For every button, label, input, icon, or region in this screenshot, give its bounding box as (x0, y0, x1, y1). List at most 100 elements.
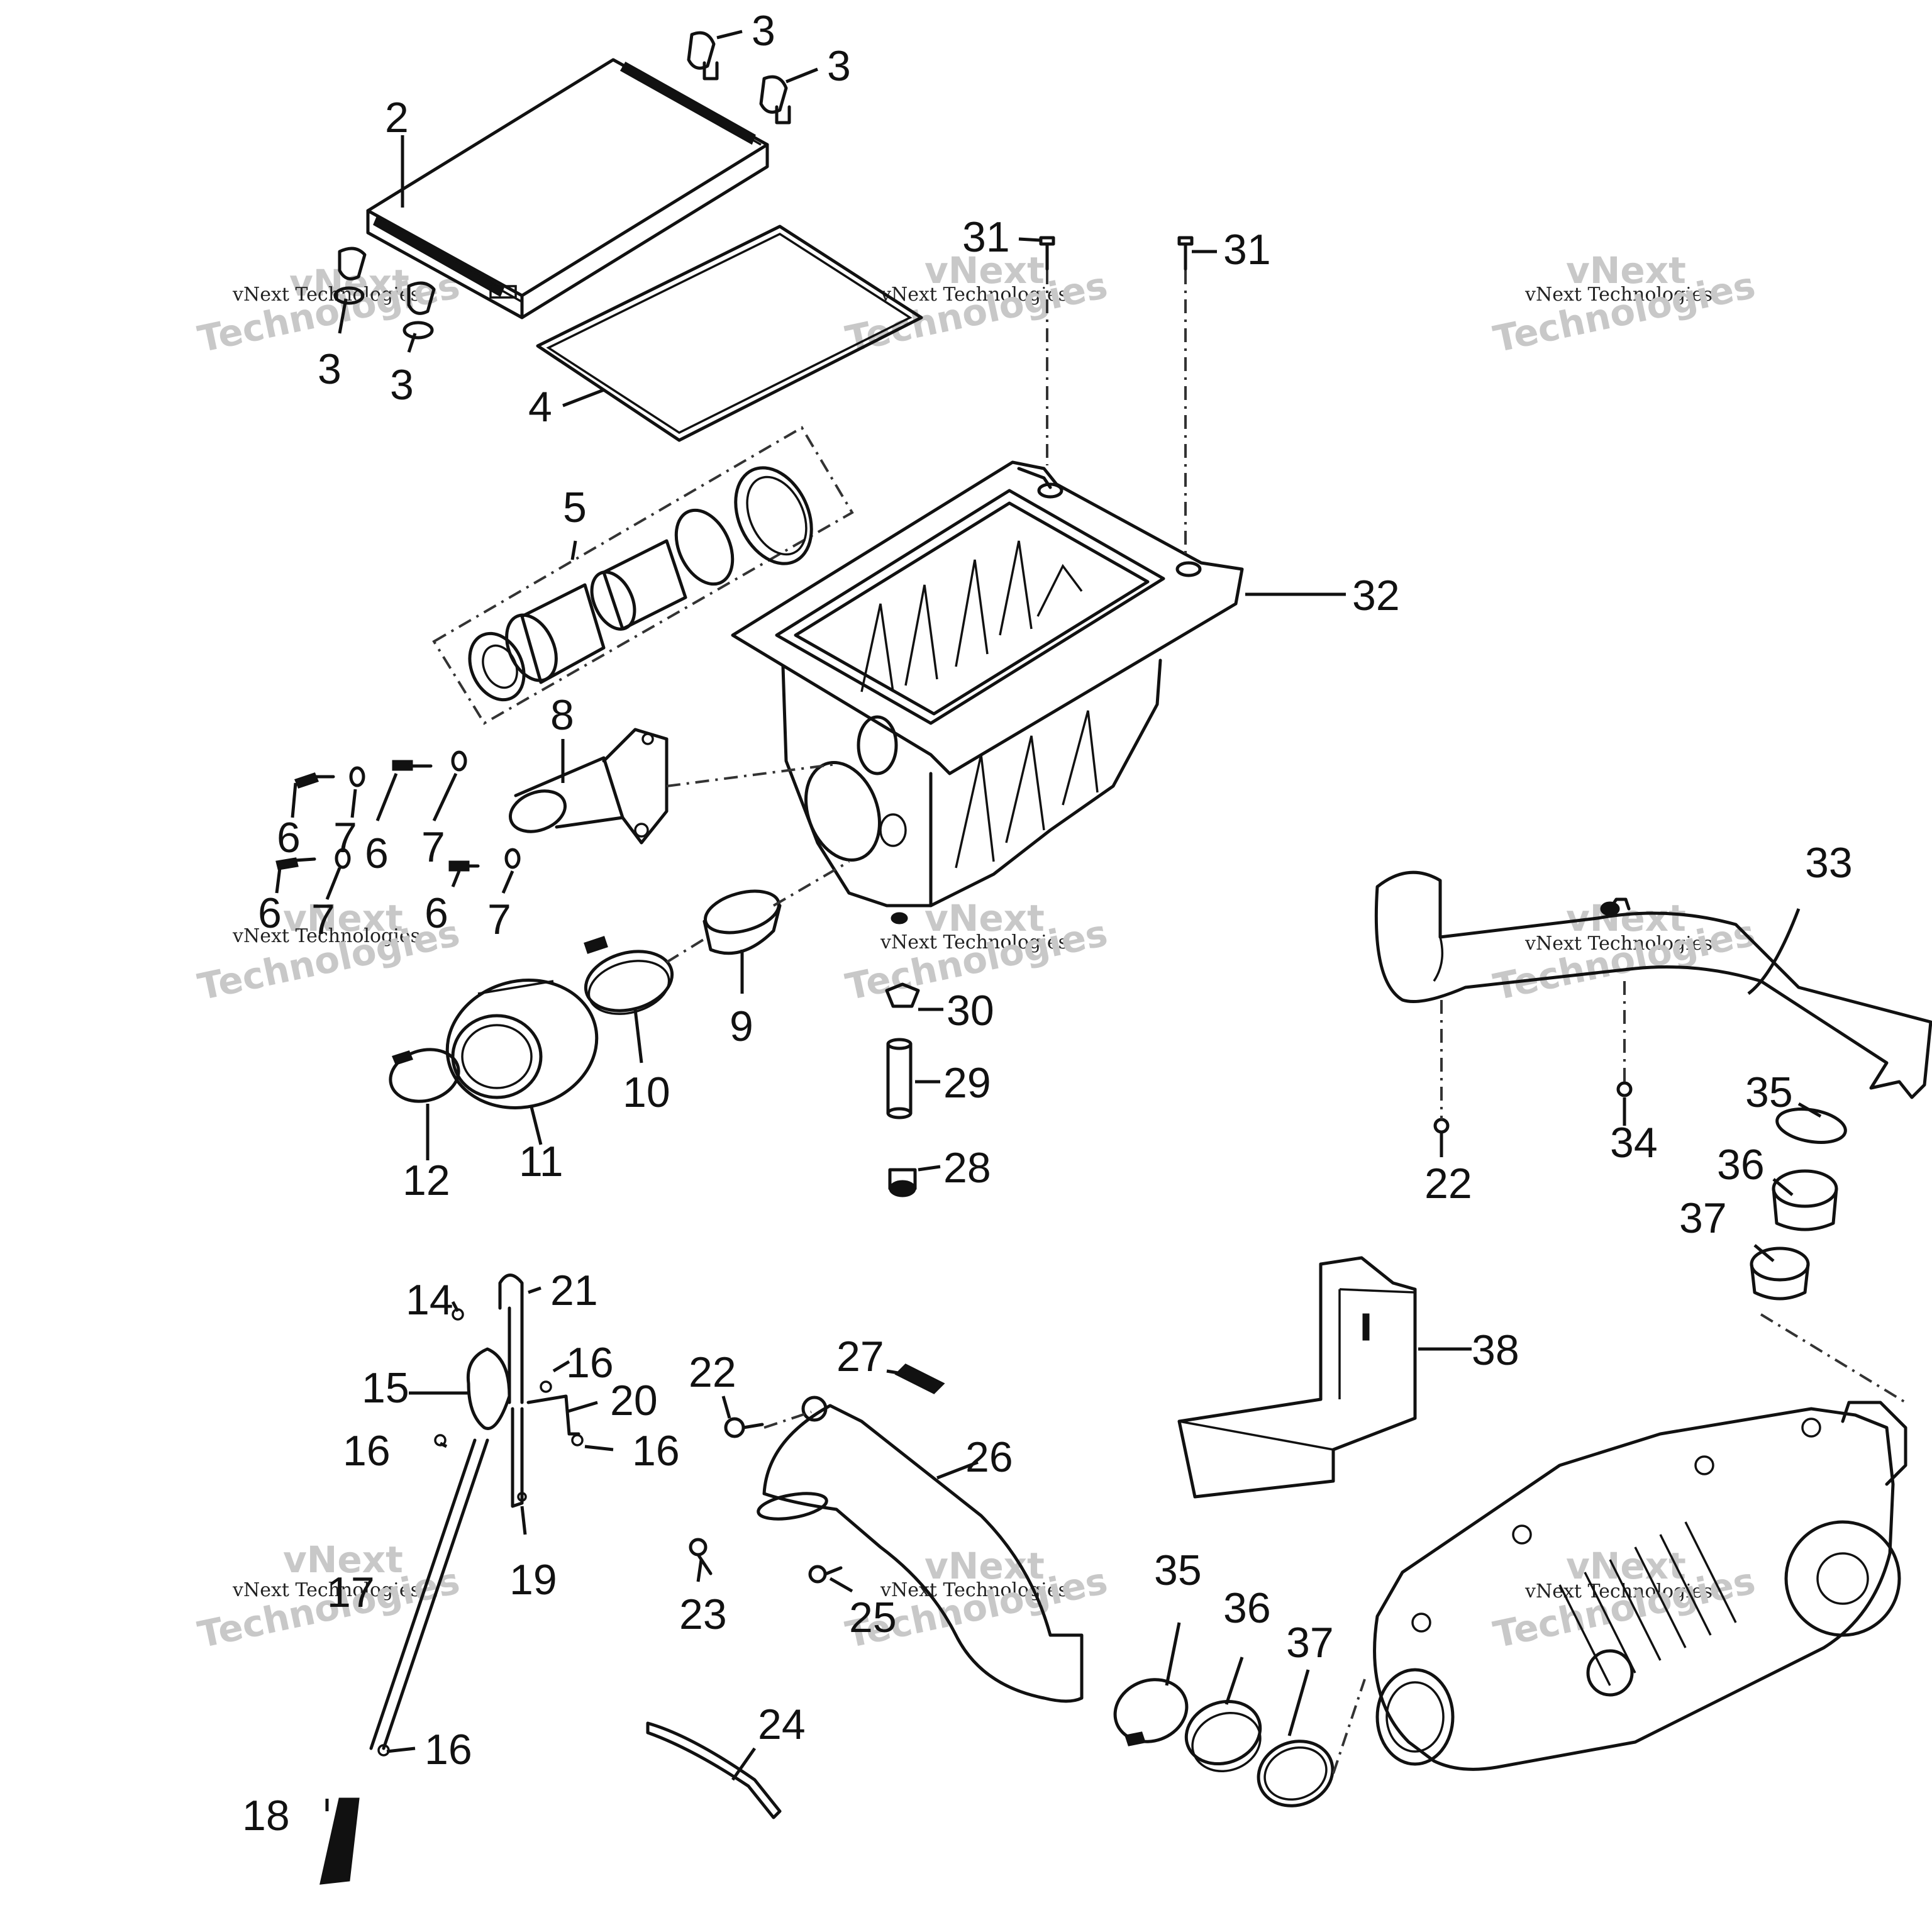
callout-27: 27 (836, 1333, 884, 1380)
watermark-text: vNext (1566, 1545, 1686, 1587)
screw-part (448, 860, 480, 872)
drain-tube (886, 1038, 913, 1119)
callout-16: 16 (425, 1726, 472, 1774)
callout-30: 30 (947, 987, 994, 1035)
callout-24: 24 (758, 1701, 806, 1748)
cvt-cover (1373, 1401, 1907, 1771)
hose-clamp (1113, 1678, 1189, 1746)
callout-7: 7 (311, 896, 335, 943)
clip-part (402, 281, 436, 340)
callout-22: 22 (689, 1348, 736, 1396)
rubber-cap (885, 982, 920, 1008)
callout-31: 31 (1223, 226, 1271, 274)
callout-37: 37 (1286, 1619, 1334, 1667)
drain-plug (888, 1168, 917, 1197)
callout-6: 6 (277, 814, 301, 862)
callout-3: 3 (390, 361, 414, 409)
watermark-text: vNext (283, 897, 403, 940)
callout-16: 16 (566, 1339, 614, 1387)
drain-tube (319, 1797, 360, 1885)
screw-part (275, 857, 316, 870)
watermark-text: vNext (283, 1538, 403, 1581)
screw-part (1433, 1118, 1450, 1134)
callout-11: 11 (519, 1138, 564, 1185)
callout-22: 22 (1424, 1160, 1472, 1208)
washer-part (335, 848, 351, 869)
callout-21: 21 (550, 1267, 598, 1314)
foam-pad (894, 1363, 945, 1394)
airbox-cover (366, 58, 769, 319)
screw-part (1616, 1081, 1633, 1097)
callout-26: 26 (965, 1433, 1013, 1481)
watermark-text: vNext Technologies (880, 284, 1068, 306)
hose-assembly (369, 1274, 584, 1757)
screw-part (724, 1417, 764, 1438)
washer-part (349, 766, 365, 787)
callout-29: 29 (943, 1059, 991, 1107)
callout-32: 32 (1352, 572, 1400, 619)
callout-7: 7 (333, 814, 357, 862)
callout-3: 3 (752, 7, 775, 55)
collar-part (1772, 1169, 1838, 1231)
watermark-text: vNext (924, 897, 1045, 940)
inlet-duct (508, 728, 669, 845)
callout-8: 8 (550, 691, 574, 739)
collar-part (1184, 1699, 1262, 1773)
callout-14: 14 (406, 1276, 453, 1324)
callout-33: 33 (1805, 839, 1853, 887)
watermark-text: vNext (924, 1545, 1045, 1587)
callout-10: 10 (623, 1069, 670, 1116)
hose-clamp (584, 936, 674, 1015)
callout-12: 12 (402, 1157, 450, 1204)
airbox-body (731, 460, 1244, 924)
clip-part (687, 31, 719, 80)
callout-16: 16 (343, 1427, 391, 1475)
callout-labels: 2 3 3 3 3 4 5 6 6 6 6 7 7 7 7 8 9 10 11 … (242, 7, 1853, 1840)
bolt-part (1039, 236, 1055, 271)
watermark-text: vNext Technologies (232, 925, 420, 947)
washer-part (451, 750, 467, 772)
watermark-text: vNext Technologies (232, 284, 420, 306)
callout-6: 6 (258, 889, 282, 937)
callout-6: 6 (365, 830, 389, 877)
callout-7: 7 (421, 823, 445, 871)
watermark-text: vNext (289, 262, 409, 304)
callout-3: 3 (318, 345, 341, 393)
callout-25: 25 (849, 1594, 897, 1641)
strap (646, 1721, 782, 1819)
deflector (1177, 1256, 1417, 1499)
small-clamp (389, 1048, 460, 1103)
hose-clamp (1775, 1108, 1847, 1144)
callout-6: 6 (425, 889, 448, 937)
washer-part (504, 848, 521, 869)
callout-35: 35 (1745, 1069, 1793, 1116)
callout-5: 5 (563, 484, 587, 531)
callout-4: 4 (528, 383, 552, 431)
callout-38: 38 (1472, 1326, 1519, 1374)
collar-part (1750, 1246, 1810, 1301)
clip-part (333, 247, 367, 305)
watermark-text: vNext Technologies (1524, 284, 1713, 306)
filter-element-kit (432, 426, 854, 725)
callout-17: 17 (327, 1568, 375, 1616)
bolt-part (1177, 236, 1194, 271)
callout-7: 7 (487, 896, 511, 943)
callout-18: 18 (242, 1792, 290, 1840)
watermark-text: vNext Technologies (880, 931, 1068, 953)
callout-36: 36 (1717, 1141, 1765, 1189)
callout-19: 19 (509, 1556, 557, 1604)
screw-part (294, 772, 335, 789)
callout-31: 31 (962, 213, 1010, 261)
callout-15: 15 (362, 1364, 409, 1412)
assembly-lines (665, 270, 1907, 1774)
screw-part (392, 760, 433, 771)
watermark-text: vNext (1566, 249, 1686, 292)
callout-28: 28 (943, 1144, 991, 1192)
collar-part (1257, 1740, 1335, 1807)
watermark-text: vNext Technologies (232, 1579, 420, 1601)
callout-34: 34 (1610, 1119, 1658, 1167)
clip-part (759, 75, 791, 125)
outlet-duct (757, 1396, 1084, 1703)
callout-36: 36 (1223, 1584, 1271, 1632)
